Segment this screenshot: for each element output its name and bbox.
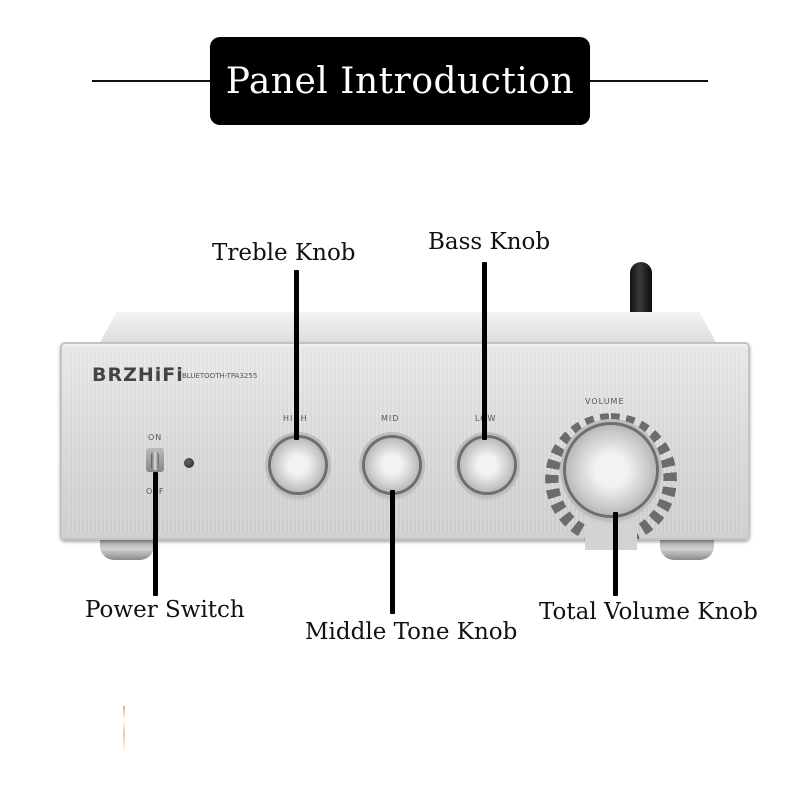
total-volume-knob-callout: Total Volume Knob [539, 599, 758, 625]
title-text: Panel Introduction [225, 60, 575, 102]
middle-tone-knob[interactable] [365, 438, 419, 492]
bass-knob-callout: Bass Knob [428, 229, 551, 255]
volume-label: VOLUME [585, 397, 625, 406]
treble-leader-line [294, 270, 299, 440]
middle-tone-knob-callout: Middle Tone Knob [305, 619, 518, 645]
model-label: BLUETOOTH-TPA3255 [182, 372, 258, 380]
treble-knob[interactable] [271, 438, 325, 492]
switch-on-label: ON [148, 433, 163, 442]
power-indicator-led [184, 458, 194, 468]
title-line-left [92, 80, 212, 82]
bass-leader-line [482, 262, 487, 440]
power-leader-line [153, 472, 158, 596]
power-switch[interactable] [151, 452, 159, 470]
device-foot-right [660, 536, 714, 560]
mid-label: MID [381, 414, 400, 423]
device-top-surface [98, 312, 718, 346]
panel-introduction-title: Panel Introduction [210, 37, 590, 125]
power-switch-callout: Power Switch [85, 597, 245, 623]
antenna [630, 262, 652, 320]
bass-knob[interactable] [460, 438, 514, 492]
total-volume-knob[interactable] [566, 425, 656, 515]
image-artifact [123, 706, 125, 752]
title-line-right [588, 80, 708, 82]
middle-leader-line [390, 490, 395, 614]
device-foot-left [100, 536, 154, 560]
volume-leader-line [613, 512, 618, 596]
brand-logo: BRZHiFi [92, 364, 184, 386]
treble-knob-callout: Treble Knob [212, 240, 356, 266]
